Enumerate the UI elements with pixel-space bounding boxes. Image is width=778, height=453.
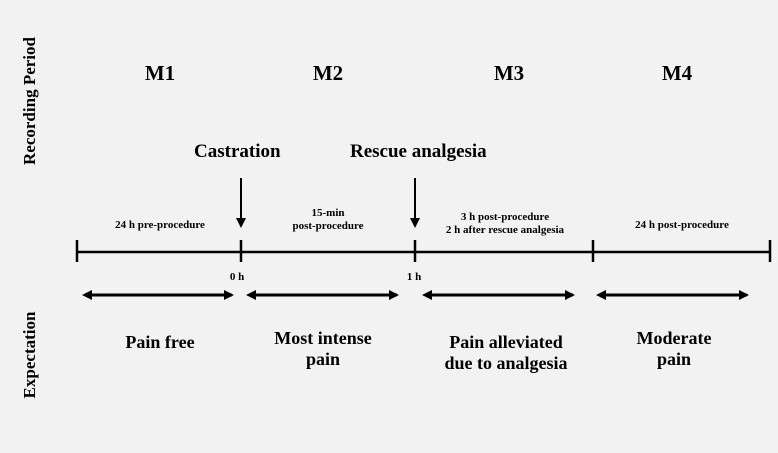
- interval-m4: 24 h post-procedure: [635, 219, 729, 231]
- event-castration: Castration: [194, 141, 281, 162]
- expectation-m4: Moderate pain: [636, 328, 712, 369]
- expectation-m3: Pain alleviated due to analgesia: [444, 332, 568, 373]
- phase-m1: M1: [144, 61, 176, 85]
- event-rescue-analgesia: Rescue analgesia: [350, 141, 487, 162]
- tick-label-0h: 0 h: [229, 271, 245, 283]
- phase-m4: M4: [661, 61, 693, 85]
- tick-label-1h: 1 h: [406, 271, 422, 283]
- interval-m1: 24 h pre-procedure: [115, 219, 205, 231]
- phase-m3: M3: [493, 61, 525, 85]
- interval-m3: 3 h post-procedure 2 h after rescue anal…: [445, 211, 565, 236]
- expectation-m2: Most intense pain: [274, 328, 372, 369]
- interval-m2: 15-min post-procedure: [292, 207, 364, 232]
- expectation-m1: Pain free: [125, 332, 195, 352]
- phase-m2: M2: [312, 61, 344, 85]
